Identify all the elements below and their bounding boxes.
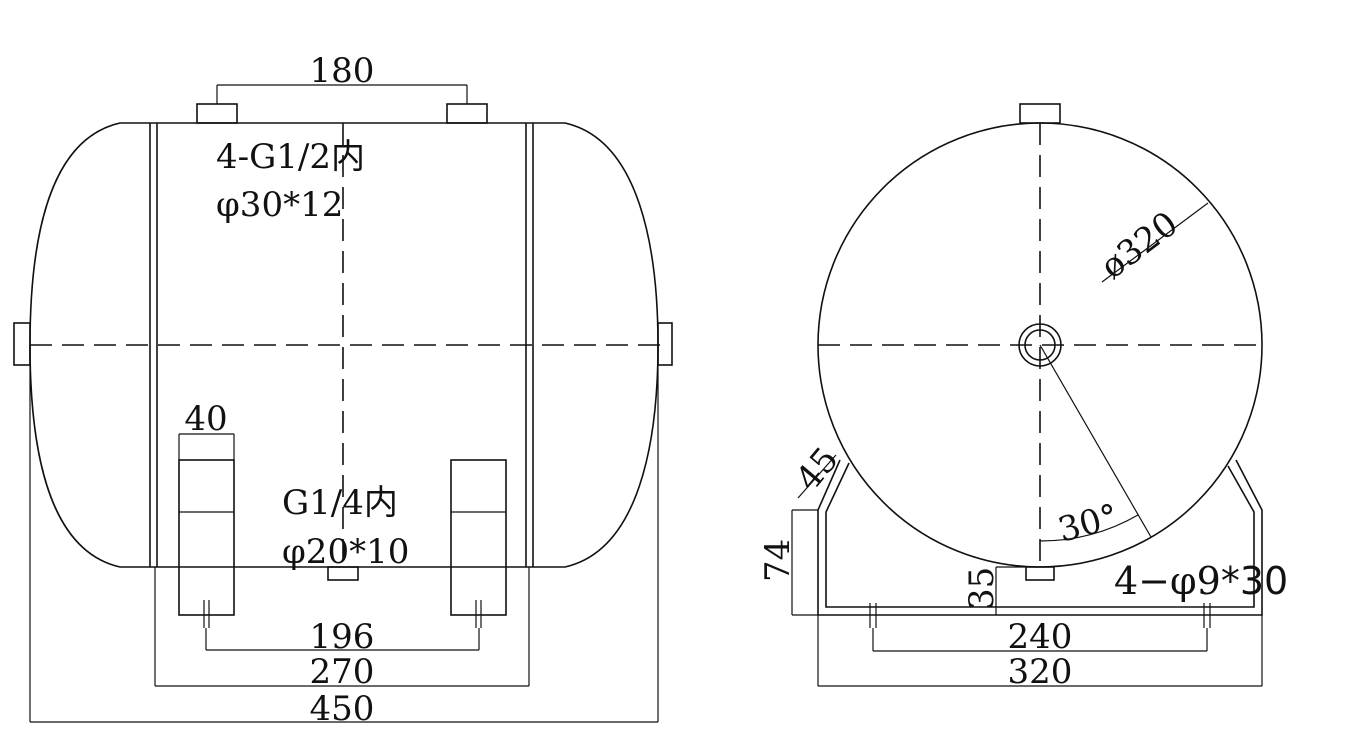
dim-74-text: 74 xyxy=(758,539,798,582)
dim-45-line xyxy=(797,454,837,499)
end-bottom-port xyxy=(1025,566,1055,581)
bottom-drain-port xyxy=(327,566,359,581)
side-port-left xyxy=(13,322,31,366)
bottom-port-size: φ20*10 xyxy=(282,532,409,572)
dim-320-text: 320 xyxy=(1008,652,1073,692)
side-port-right xyxy=(657,322,673,366)
top-port-size: φ30*12 xyxy=(216,185,343,225)
top-port-label: 4-G1/2内 xyxy=(216,137,365,177)
angle-arc xyxy=(1039,514,1139,542)
dim-450-text: 450 xyxy=(310,689,375,729)
tank-shell-outline xyxy=(29,122,659,568)
hole-label-prefix: 4−φ9 xyxy=(1114,559,1221,603)
hole-label-suffix: *30 xyxy=(1221,559,1288,603)
dim-45-text: 45 xyxy=(788,440,846,499)
side-view: 180 4-G1/2内 φ30*12 40 G1/4内 φ20*10 196 2… xyxy=(13,51,673,729)
support-bracket-outer xyxy=(817,459,1263,616)
foot-right xyxy=(450,459,507,628)
support-bracket-inner xyxy=(825,462,1255,608)
dim-240-text: 240 xyxy=(1008,617,1073,657)
diameter-leader xyxy=(1101,202,1209,283)
diameter-text: ø320 xyxy=(1093,204,1185,287)
dim-180-text: 180 xyxy=(310,51,375,91)
dim-35-text: 35 xyxy=(962,567,1002,610)
top-port-left xyxy=(196,103,238,124)
end-top-port xyxy=(1019,103,1061,124)
dim-40-text: 40 xyxy=(184,399,227,439)
angle-text: 30° xyxy=(1054,496,1123,550)
hole-label: 4−φ9*30 xyxy=(1114,559,1288,603)
top-port-right xyxy=(446,103,488,124)
foot-left xyxy=(178,459,235,628)
angle-ray xyxy=(1039,344,1152,538)
dim-270-text: 270 xyxy=(310,652,375,692)
end-view: ø320 30° 45 74 35 4−φ9*30 240 xyxy=(758,103,1288,692)
dim-196-text: 196 xyxy=(310,617,375,657)
bottom-port-label: G1/4内 xyxy=(282,483,398,523)
